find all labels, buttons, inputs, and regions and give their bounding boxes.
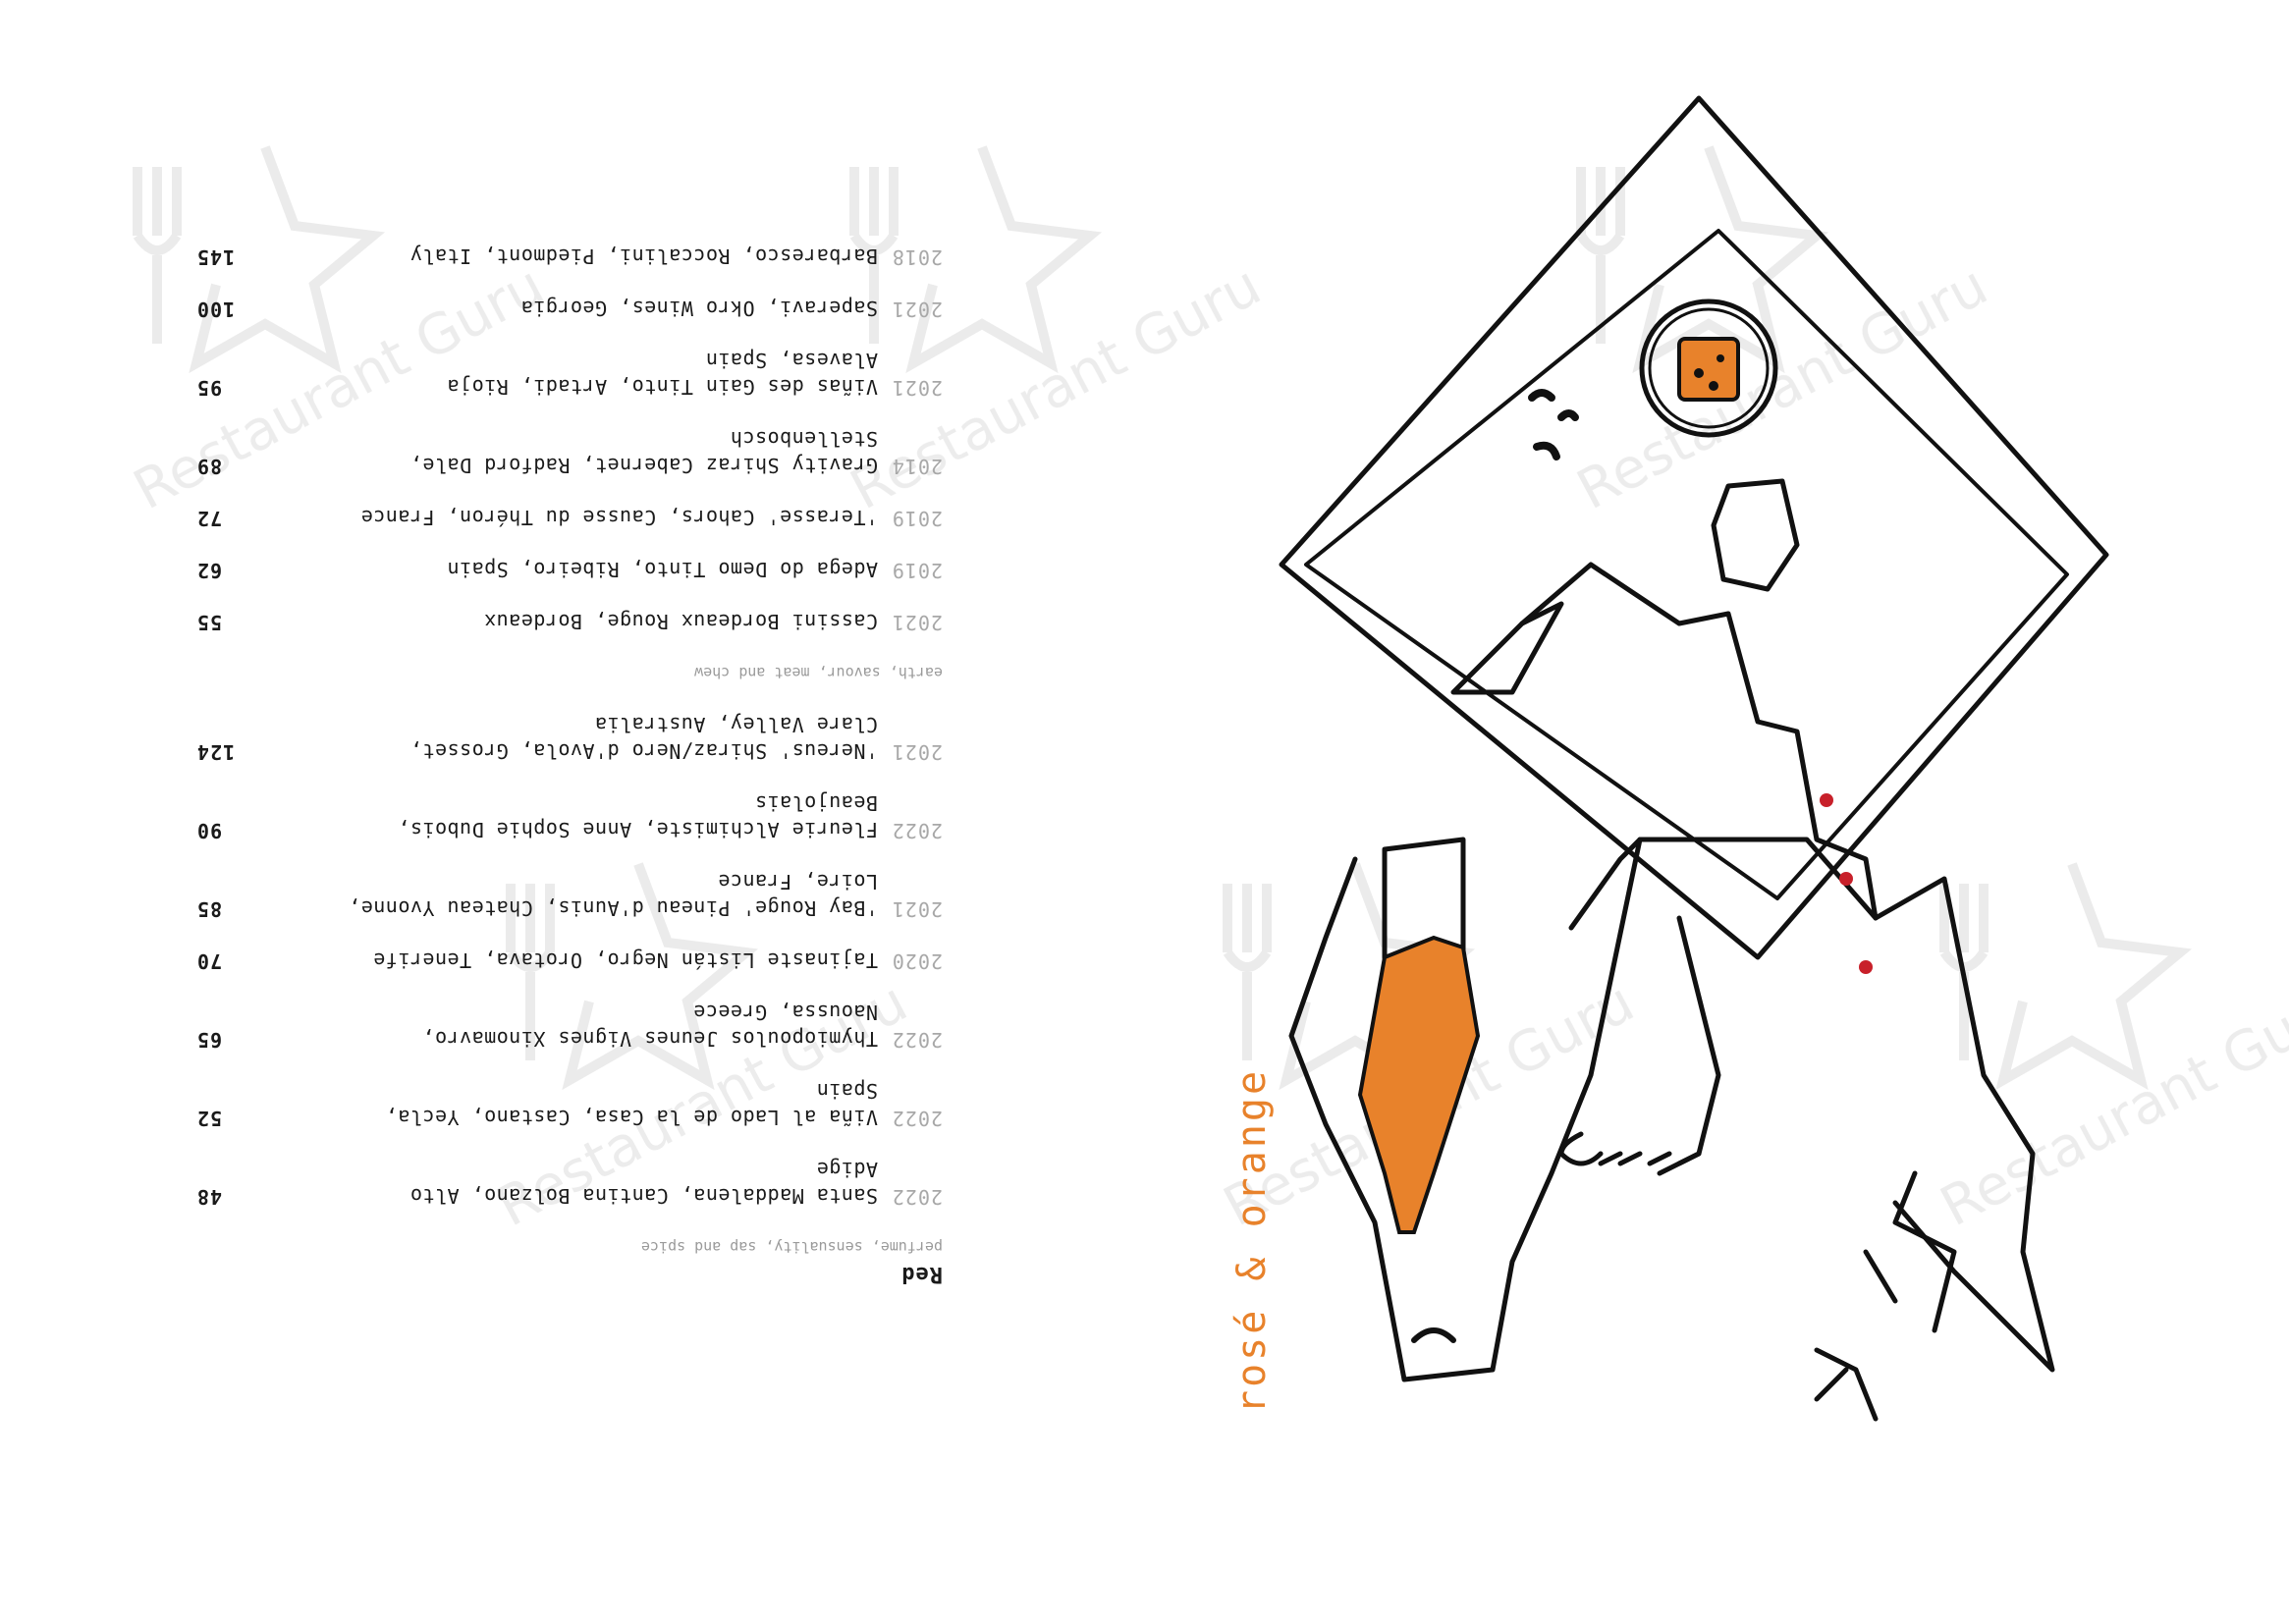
wine-name: 'Bay Rouge' Pineau d'Aunis, Chateau Yvon… — [348, 870, 878, 920]
wine-row: 2019 Adega do Demo Tinto, Ribeiro, Spain 6… — [196, 556, 943, 582]
wine-year: 2022 — [891, 1028, 943, 1052]
wine-year: 2019 — [891, 559, 943, 582]
wine-price: 90 — [196, 819, 223, 842]
wine-name: Santa Maddalena, Cantina Bolzano, Alto A… — [409, 1158, 878, 1208]
wine-price: 145 — [196, 245, 236, 269]
wine-price: 70 — [196, 949, 223, 973]
plate-icon — [1639, 298, 1778, 438]
wine-row: 2022 Fleurie Alchimiste, Anne Sophie Dubo… — [196, 789, 943, 842]
wine-price: 100 — [196, 298, 236, 321]
wine-price: 55 — [196, 611, 223, 634]
wine-year: 2018 — [891, 245, 943, 269]
wine-row: 2018 Barbaresco, Roccalini, Piedmont, Ita… — [196, 243, 943, 269]
red-wine-section: Red perfume, sensuality, sap and spice 2… — [196, 685, 943, 1286]
wine-row: 2021 Cassini Bordeaux Rouge, Bordeaux 55 — [196, 608, 943, 634]
wine-row: 2021 'Nereus' Shiraz/Nero d'Avola, Grosse… — [196, 711, 943, 764]
wine-name: 'Nereus' Shiraz/Nero d'Avola, Grosset, C… — [409, 713, 878, 763]
wine-row: 2021 Viñas des Gain Tinto, Artadi, Rioja … — [196, 347, 943, 400]
wine-year: 2019 — [891, 507, 943, 530]
salt-shaker-icon — [1711, 478, 1800, 592]
wine-year: 2021 — [891, 376, 943, 400]
button-dot — [1820, 793, 1833, 807]
wine-price: 72 — [196, 507, 223, 530]
wine-row: 2022 Thymiopoulos Jeunes Vignes Xinomavro… — [196, 999, 943, 1052]
wine-name: Adega do Demo Tinto, Ribeiro, Spain — [447, 558, 878, 581]
wine-year: 2022 — [891, 1185, 943, 1209]
wine-name: Barbaresco, Roccalini, Piedmont, Italy — [409, 244, 878, 268]
wine-price: 65 — [196, 1028, 223, 1052]
wine-row: 2021 'Bay Rouge' Pineau d'Aunis, Chateau … — [196, 868, 943, 921]
wine-name: Cassini Bordeaux Rouge, Bordeaux — [483, 610, 878, 633]
knife-icon — [1450, 601, 1564, 695]
wine-row: 2021 Saperavi, Okro Wines, Georgia 100 — [196, 295, 943, 321]
wine-year: 2022 — [891, 819, 943, 842]
button-dot — [1859, 960, 1873, 974]
wine-year: 2021 — [891, 611, 943, 634]
section-subtitle-red: perfume, sensuality, sap and spice — [640, 1238, 943, 1256]
wine-price: 52 — [196, 1107, 223, 1130]
wine-price: 95 — [196, 376, 223, 400]
wine-year: 2014 — [891, 455, 943, 478]
wine-year: 2021 — [891, 897, 943, 921]
button-dot — [1839, 872, 1853, 886]
chef-illustration — [1279, 95, 2109, 1422]
section-title-red: Red — [900, 1262, 943, 1286]
wine-name: Saperavi, Okro Wines, Georgia — [520, 297, 878, 320]
wine-row: 2019 'Terasse' Cahors, Causse du Théron, … — [196, 504, 943, 530]
wine-row: 2020 Tajinaste Listán Negro, Orotava, Ten… — [196, 947, 943, 973]
wine-year: 2021 — [891, 740, 943, 764]
wine-list-page: Red perfume, sensuality, sap and spice 2… — [196, 244, 943, 1286]
wine-row: 2022 Viña al Lado de la Casa, Castano, Ye… — [196, 1077, 943, 1130]
wine-name: Tajinaste Listán Negro, Orotava, Tenerif… — [372, 948, 878, 972]
wine-price: 124 — [196, 740, 236, 764]
wine-price: 48 — [196, 1185, 223, 1209]
wine-year: 2021 — [891, 298, 943, 321]
wine-name: Gravity Shiraz Cabernet, Radford Dale, S… — [409, 427, 878, 477]
wine-price: 89 — [196, 455, 223, 478]
cheese-icon — [1677, 337, 1740, 402]
wine-name: 'Terasse' Cahors, Causse du Théron, Fran… — [360, 506, 878, 529]
section-subtitle-earth: earth, savour, meat and chew — [694, 664, 943, 681]
wine-name: Viña al Lado de la Casa, Castano, Yecla,… — [385, 1079, 878, 1129]
board-outline — [1279, 95, 2109, 960]
wine-year: 2020 — [891, 949, 943, 973]
wine-name: Fleurie Alchimiste, Anne Sophie Dubois, … — [397, 791, 878, 841]
bottle-icon — [1357, 935, 1481, 1234]
wine-row: 2014 Gravity Shiraz Cabernet, Radford Dal… — [196, 425, 943, 478]
wine-name: Viñas des Gain Tinto, Artadi, Rioja Alav… — [447, 349, 878, 399]
wine-name: Thymiopoulos Jeunes Vignes Xinomavro, Na… — [421, 1001, 878, 1051]
wine-price: 85 — [196, 897, 223, 921]
wine-row: 2022 Santa Maddalena, Cantina Bolzano, Al… — [196, 1156, 943, 1209]
wine-year: 2022 — [891, 1107, 943, 1130]
wine-price: 62 — [196, 559, 223, 582]
